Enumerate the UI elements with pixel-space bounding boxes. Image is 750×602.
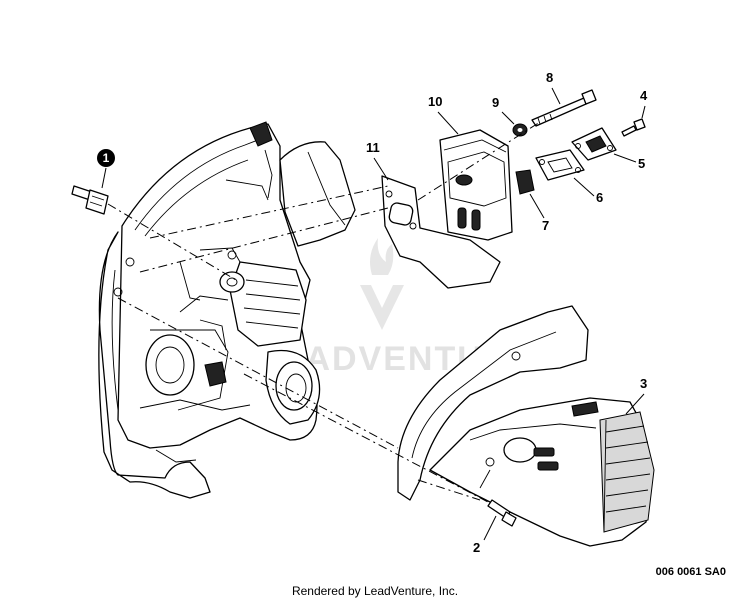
screen-part-7: 7 [515, 169, 549, 233]
callout-9: 9 [492, 95, 499, 110]
footer-credit: Rendered by LeadVenture, Inc. [291, 584, 459, 598]
callout-2: 2 [473, 540, 480, 555]
callout-10: 10 [428, 94, 442, 109]
washer-part-9: 9 [492, 95, 528, 137]
bolt-part-8: 8 [531, 70, 597, 127]
screw-part-4: 4 [621, 88, 648, 137]
callout-6: 6 [596, 190, 603, 205]
callout-5: 5 [638, 156, 645, 171]
flange-part-5: 5 [571, 127, 645, 171]
callout-8: 8 [546, 70, 553, 85]
assembly-center-lines [107, 121, 541, 503]
drawing-number: 006 0061 SA0 [655, 566, 726, 578]
callout-4: 4 [640, 88, 648, 103]
spark-plug-part: 1 [71, 149, 115, 215]
muffler-part-10: 10 [428, 94, 513, 241]
gasket-part-11: 11 [366, 140, 501, 289]
blower-housing [98, 121, 356, 499]
callout-3: 3 [640, 376, 647, 391]
callout-7: 7 [542, 218, 549, 233]
gasket-part-6: 6 [535, 149, 603, 205]
handle-cover-part-3: 3 [397, 305, 655, 547]
callout-11: 11 [366, 140, 380, 155]
screw-part-2: 2 [473, 499, 517, 555]
callout-1: 1 [103, 151, 110, 165]
